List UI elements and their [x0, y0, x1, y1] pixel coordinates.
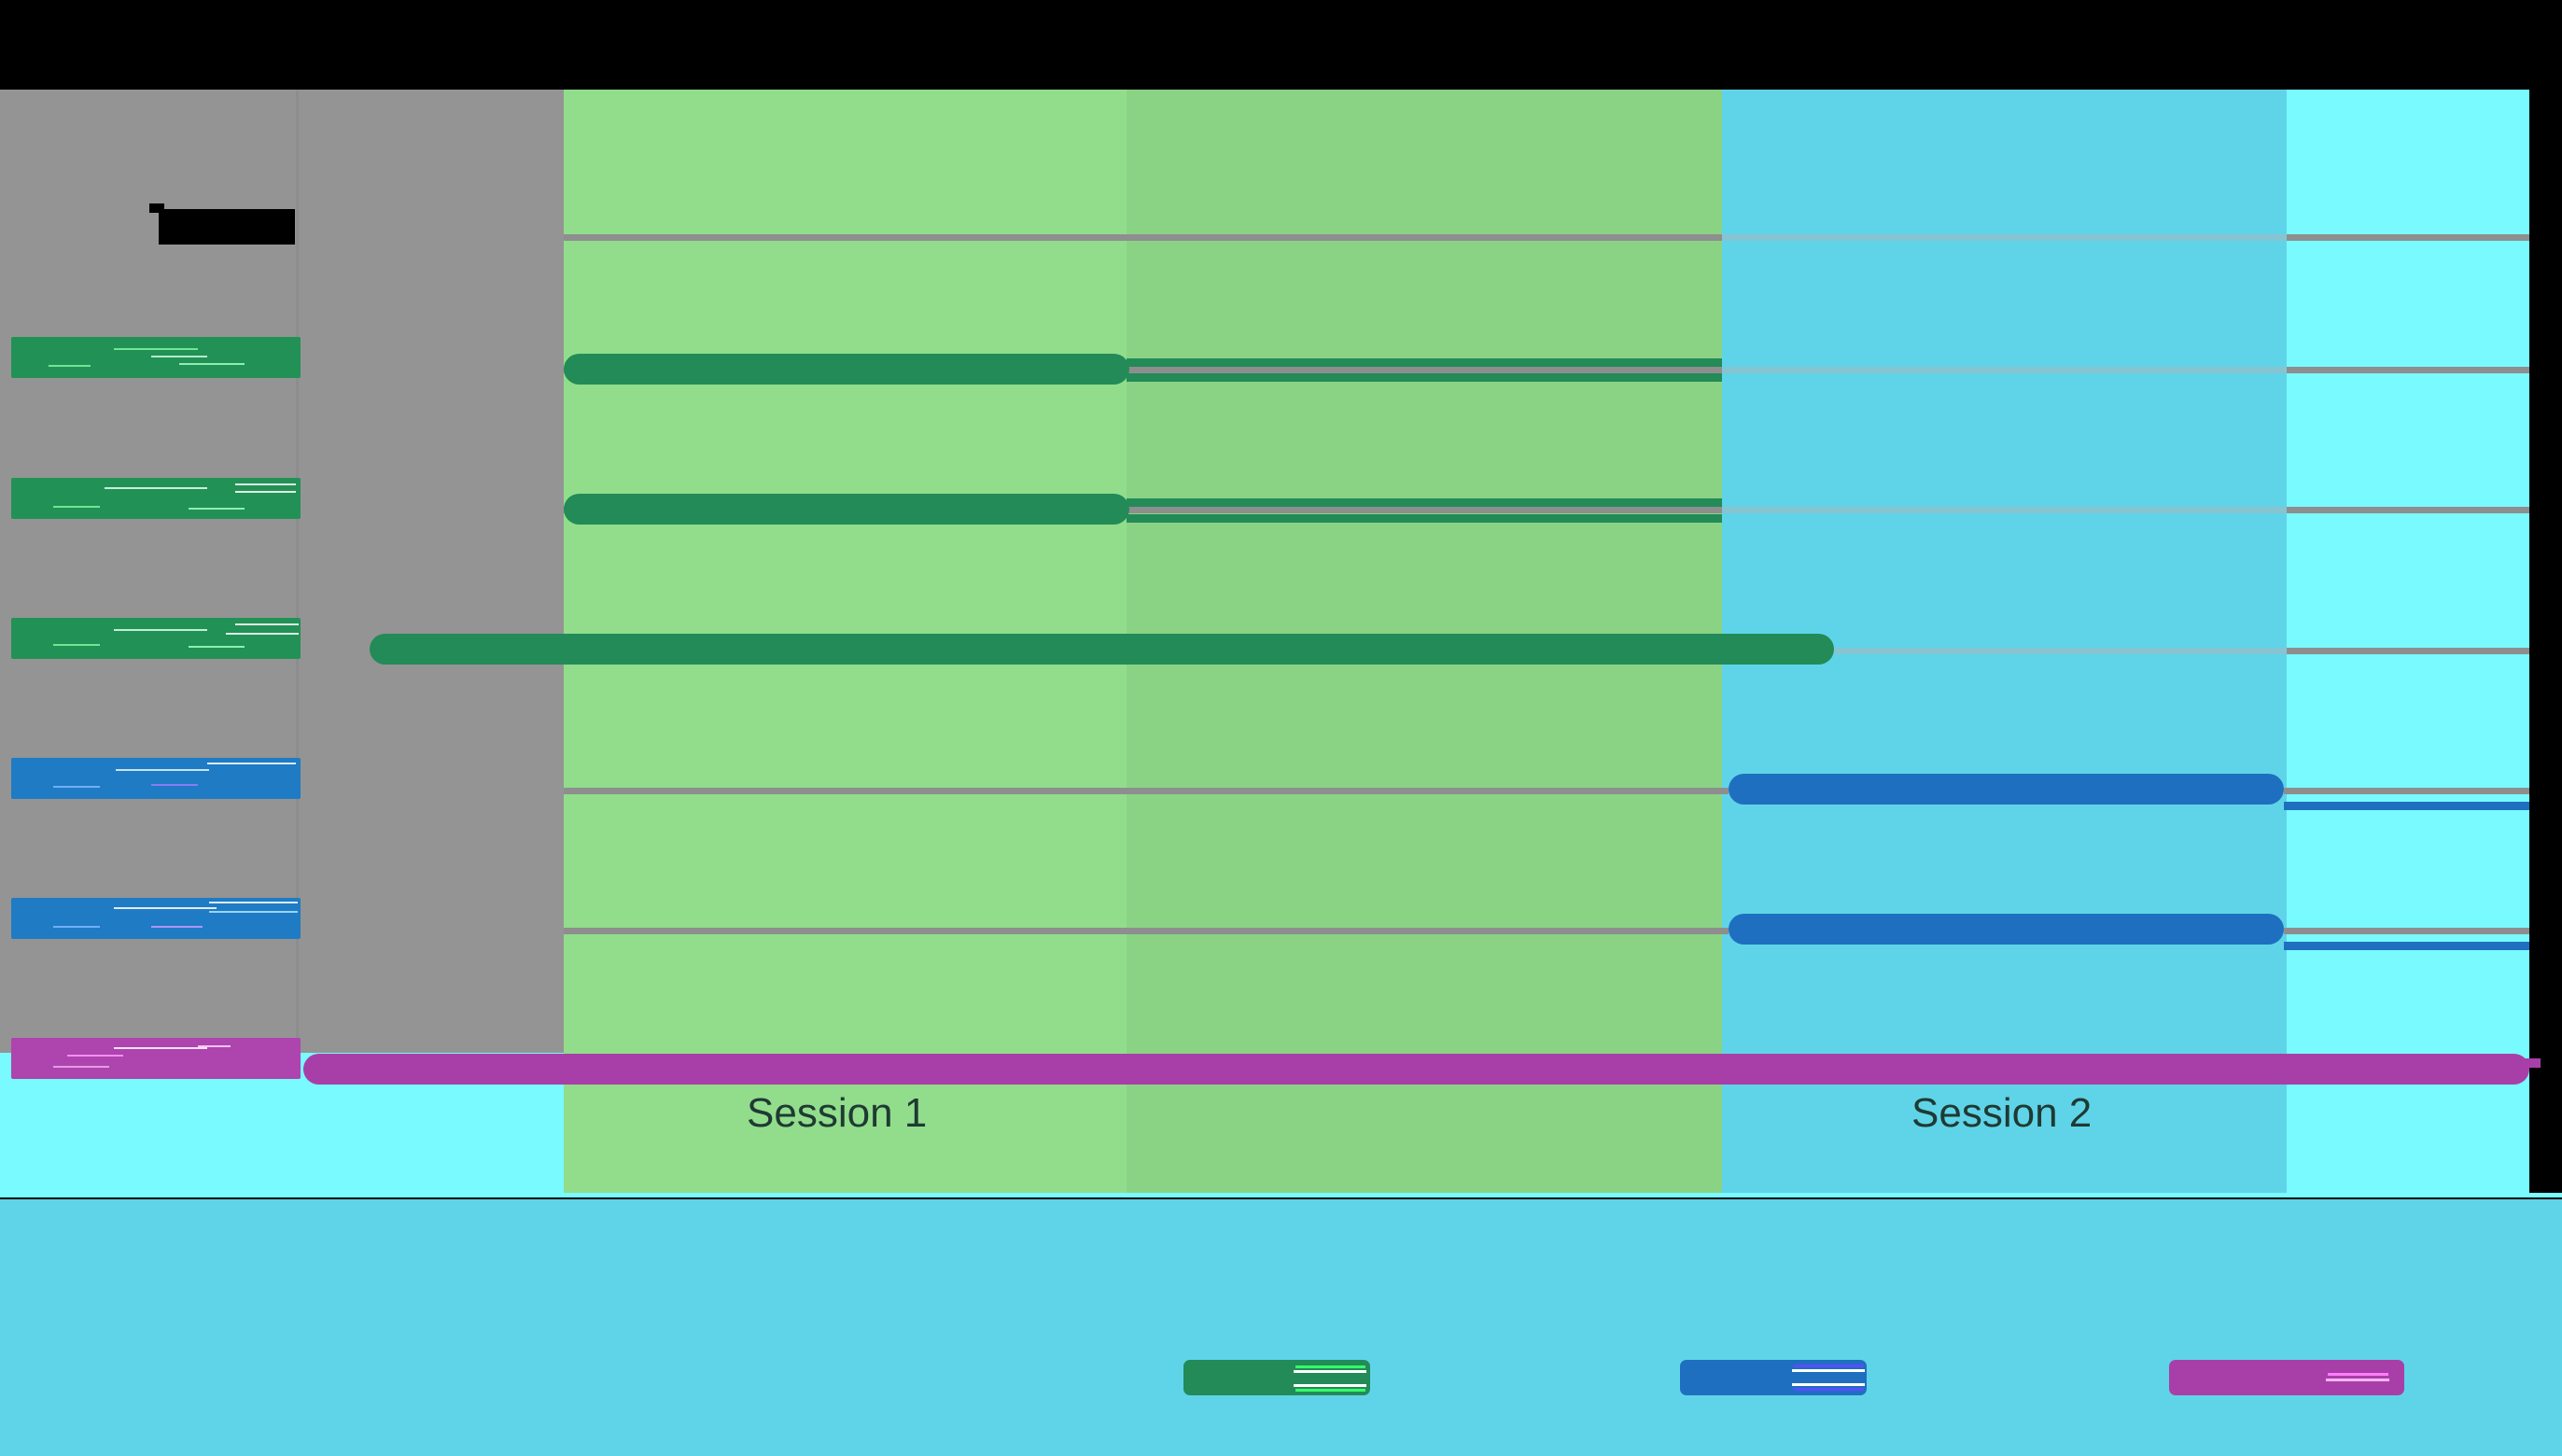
gridline-row-4-s3	[2284, 788, 2529, 794]
gridline-row-0-s3	[2287, 234, 2529, 241]
task-trail-1-upper	[1127, 498, 1722, 507]
gantt-chart[interactable]: Session 1 Session 2	[0, 90, 2562, 1193]
session-1-caption: Session 1	[747, 1090, 928, 1136]
task-bar-1[interactable]	[564, 494, 1129, 525]
plot-right-margin	[2529, 90, 2562, 1193]
gridline-row-1-s3	[2287, 367, 2529, 373]
row-label-4	[11, 898, 301, 939]
gridline-row-0-left	[564, 234, 1129, 241]
task-bar-5[interactable]	[303, 1054, 2529, 1085]
page-root: Session 1 Session 2	[0, 90, 2562, 1456]
task-bar-2[interactable]	[370, 634, 1834, 665]
task-trail-3-lower	[2284, 802, 2529, 810]
gridline-row-0	[1129, 234, 1722, 241]
gridline-row-2-s3	[2287, 507, 2529, 513]
row-label-panel-divider	[296, 90, 299, 1053]
row-label-0	[11, 337, 301, 378]
gridline-row-5-s3	[2284, 928, 2529, 934]
chart-title-redaction	[159, 209, 295, 245]
task-bar-4[interactable]	[1729, 914, 2284, 945]
gridline-row-5-left	[564, 928, 1129, 934]
axis-footer-strip	[0, 1199, 2562, 1456]
task-bar-3[interactable]	[1729, 774, 2284, 805]
gridline-row-3-s2	[1834, 648, 2287, 654]
gridline-row-2	[1129, 507, 1722, 513]
legend-swatch-2[interactable]	[2169, 1360, 2404, 1395]
task-trail-0-lower	[1127, 373, 1722, 382]
task-trail-0-upper	[1127, 358, 1722, 367]
row-label-3	[11, 758, 301, 799]
task-trail-5	[2511, 1058, 2541, 1068]
session-band-3	[2287, 90, 2529, 1193]
session-2-caption: Session 2	[1911, 1090, 2093, 1136]
legend-swatch-0[interactable]	[1183, 1360, 1370, 1395]
task-bar-0[interactable]	[564, 354, 1129, 385]
gridline-row-4-left	[564, 788, 1129, 794]
task-trail-4-lower	[2284, 942, 2529, 950]
row-label-panel	[0, 90, 564, 1053]
chart-title-redaction-tick	[149, 203, 164, 213]
gridline-row-4	[1129, 788, 1729, 794]
axis-footer-highlight	[0, 1193, 2562, 1197]
gridline-row-5	[1129, 928, 1729, 934]
row-label-1	[11, 478, 301, 519]
task-trail-1-lower	[1127, 514, 1722, 523]
gridline-row-0-s2	[1722, 234, 2287, 241]
gridline-row-1-s2	[1722, 367, 2287, 373]
legend-swatch-1[interactable]	[1680, 1360, 1867, 1395]
gridline-row-2-s2	[1722, 507, 2287, 513]
gridline-row-3-s3	[2287, 648, 2529, 654]
row-label-2	[11, 618, 301, 659]
row-label-5	[11, 1038, 301, 1079]
gridline-row-1	[1129, 367, 1722, 373]
